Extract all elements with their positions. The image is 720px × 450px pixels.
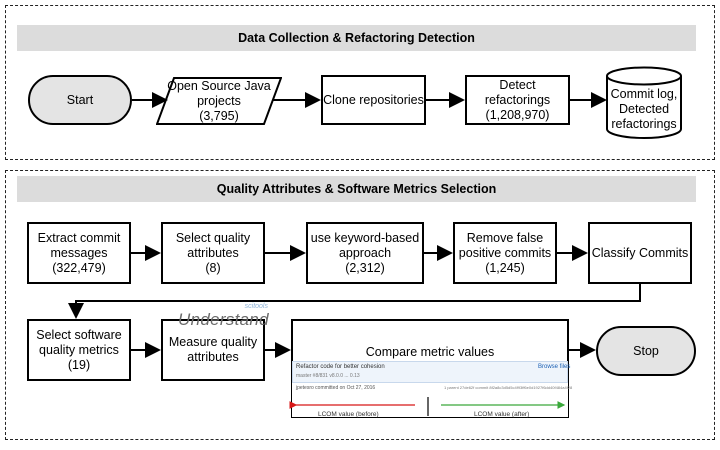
measure-quality-attributes-node: Measure quality attributes bbox=[161, 319, 265, 381]
commit-title: Refactor code for better cohesion bbox=[296, 364, 385, 370]
commit-author: jpetesro committed on Oct 27, 2016 bbox=[296, 385, 376, 391]
parallelogram-shape bbox=[156, 77, 282, 125]
commit-snippet-header bbox=[292, 361, 568, 383]
section-title-quality-attributes: Quality Attributes & Software Metrics Se… bbox=[17, 176, 696, 202]
stop-node: Stop bbox=[596, 326, 696, 376]
remove-false-positives-node: Remove false positive commits (1,245) bbox=[453, 222, 557, 284]
understand-logo: scitools Understand bbox=[178, 303, 282, 330]
commit-meta: master #8/831 v8.0.0 ... 0.13 bbox=[296, 373, 360, 379]
understand-logo-text: Understand bbox=[178, 310, 269, 329]
section-quality-attributes bbox=[5, 170, 715, 440]
section-data-collection bbox=[5, 5, 715, 160]
commit-log-store: Commit log, Detected refactorings bbox=[605, 66, 683, 140]
classify-commits-node: Classify Commits bbox=[588, 222, 692, 284]
keyword-approach-node: use keyword-based approach (2,312) bbox=[306, 222, 424, 284]
extract-commit-messages-node: Extract commit messages (322,479) bbox=[27, 222, 131, 284]
lcom-after-label: LCOM value (after) bbox=[474, 411, 530, 418]
select-software-metrics-node: Select software quality metrics (19) bbox=[27, 319, 131, 381]
lcom-before-label: LCOM value (before) bbox=[318, 411, 379, 418]
compare-label: Compare metric values bbox=[365, 345, 495, 359]
projects-label: Open Source Java projects (3,795) bbox=[167, 78, 271, 123]
detect-refactorings-node: Detect refactorings (1,208,970) bbox=[465, 75, 570, 125]
cylinder-shape bbox=[606, 66, 682, 139]
commit-parent: 1 parent 27de62f commit 8f2a8c3d5d5c4f93… bbox=[444, 385, 573, 390]
understand-logo-super: scitools bbox=[244, 303, 268, 310]
clone-repositories-node: Clone repositories bbox=[321, 75, 426, 125]
projects-node: Open Source Java projects (3,795) bbox=[156, 77, 282, 125]
commit-snippet: Refactor code for better cohesion Browse… bbox=[292, 361, 572, 417]
section-title-data-collection: Data Collection & Refactoring Detection bbox=[17, 25, 696, 51]
commit-log-label: Commit log, Detected refactorings bbox=[610, 86, 678, 131]
start-node: Start bbox=[28, 75, 132, 125]
browse-files-link[interactable]: Browse files bbox=[538, 364, 571, 370]
select-quality-attributes-node: Select quality attributes (8) bbox=[161, 222, 265, 284]
